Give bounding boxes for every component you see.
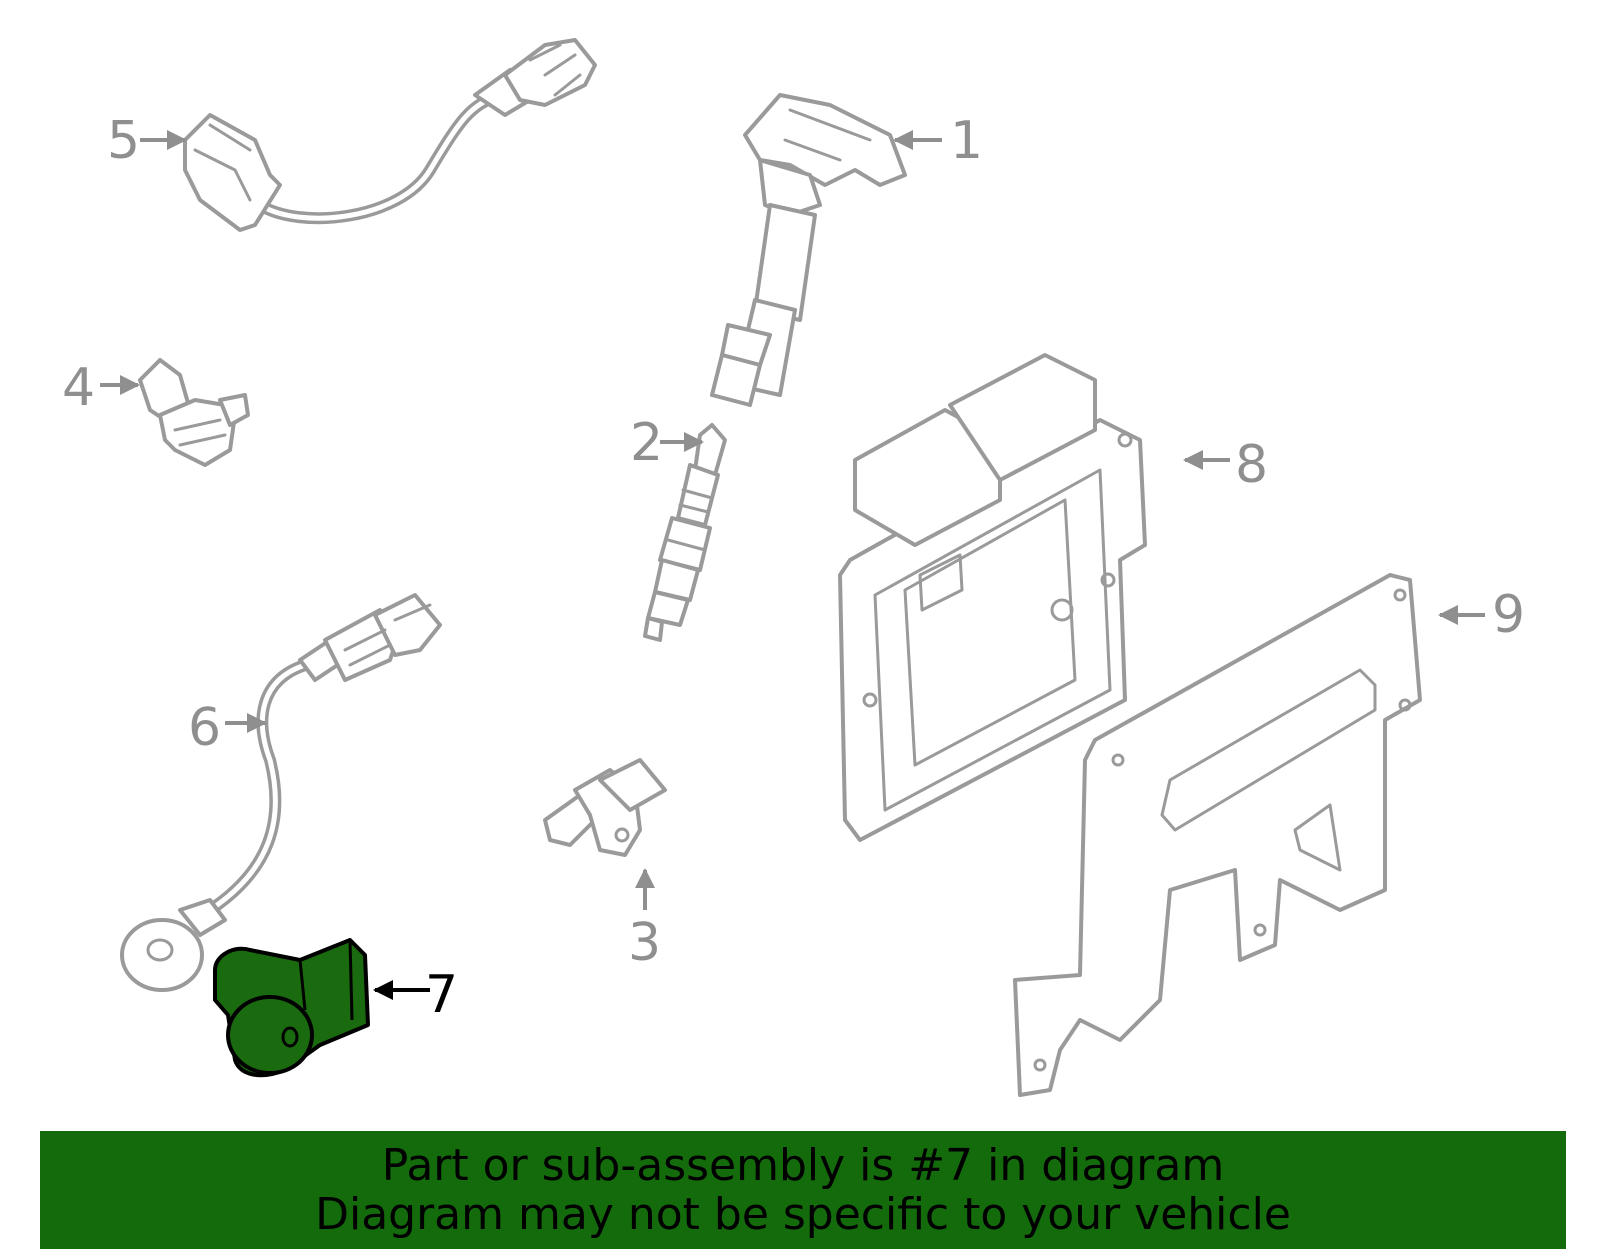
callout-1: 1 [950, 111, 983, 171]
callout-2: 2 [630, 413, 663, 473]
callout-4: 4 [62, 358, 95, 418]
callout-arrows [100, 130, 1485, 1000]
part-4-sensor[interactable] [138, 358, 250, 467]
part-9-ecu-bracket[interactable] [1013, 573, 1422, 1097]
banner-line-part: Part or sub-assembly is #7 in diagram [381, 1140, 1225, 1191]
part-6-knock-sensor[interactable] [120, 593, 442, 992]
part-2-spark-plug[interactable] [643, 423, 727, 642]
part-8-engine-control-module[interactable] [838, 353, 1147, 842]
info-banner: Part or sub-assembly is #7 in diagram Di… [40, 1131, 1566, 1249]
callout-3: 3 [628, 913, 661, 973]
callout-7: 7 [425, 965, 458, 1025]
callout-8: 8 [1235, 435, 1268, 495]
callout-5: 5 [107, 111, 140, 171]
part-5-oxygen-sensor-connector[interactable] [183, 38, 597, 232]
callout-9: 9 [1492, 585, 1525, 645]
part-7-highlighted-sensor[interactable] [213, 938, 370, 1078]
banner-line-disclaimer: Diagram may not be specific to your vehi… [315, 1189, 1291, 1240]
part-1-ignition-coil[interactable] [710, 93, 907, 407]
callout-6: 6 [188, 698, 221, 758]
part-3-camshaft-sensor[interactable] [543, 758, 667, 857]
